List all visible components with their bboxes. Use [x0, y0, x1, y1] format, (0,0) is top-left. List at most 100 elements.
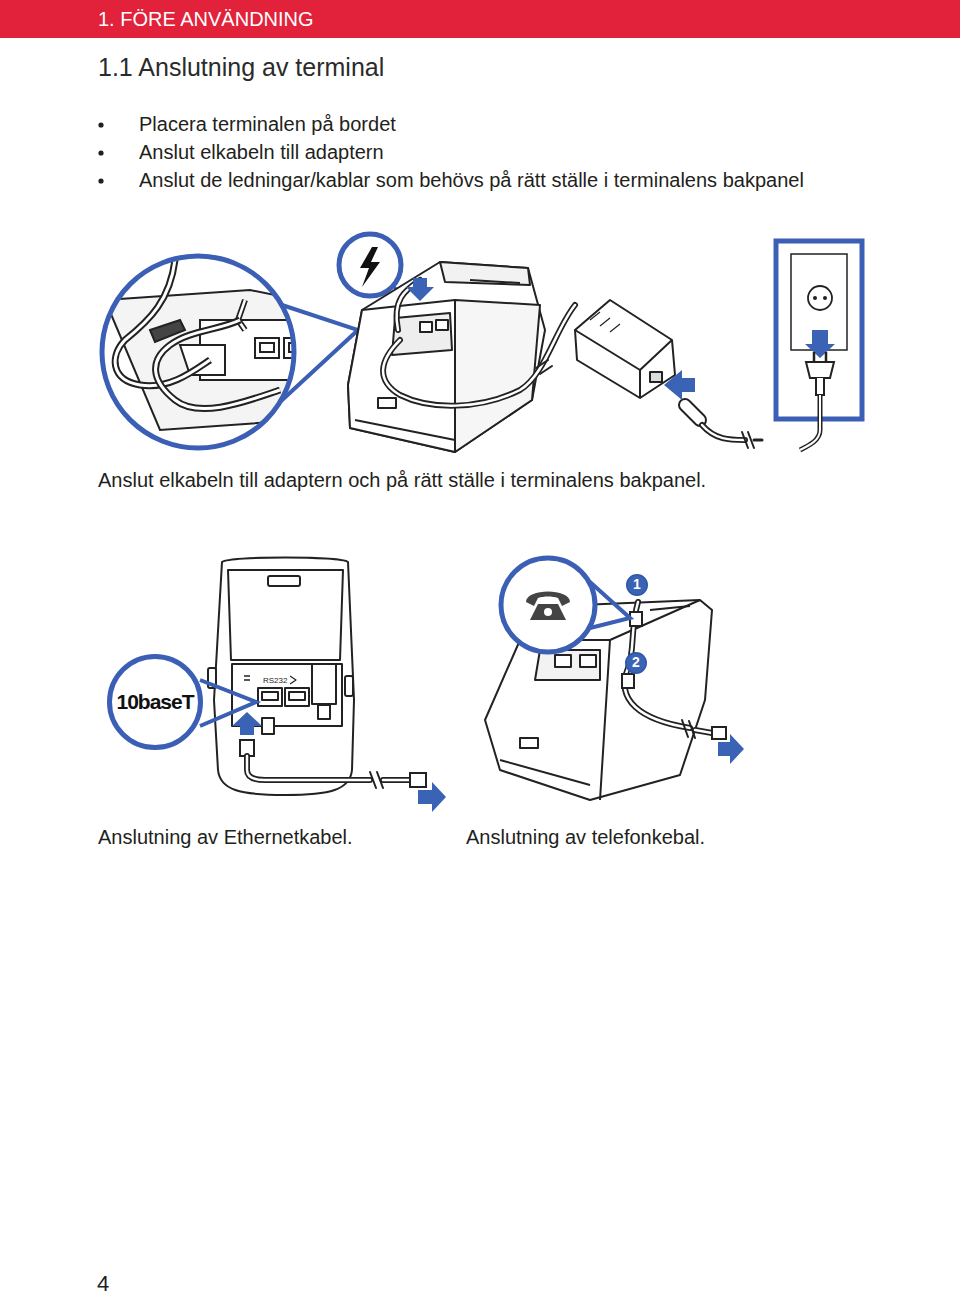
drawing-part — [500, 760, 590, 785]
header-band: 1. FÖRE ANVÄNDNING — [0, 0, 960, 38]
drawing-part — [814, 352, 826, 362]
bullet-text: Anslut de ledningar/kablar som behövs på… — [139, 168, 804, 192]
drawing-part — [800, 395, 820, 450]
drawing-part — [268, 576, 300, 586]
drawing-part — [712, 727, 726, 739]
terminal-back — [208, 558, 354, 796]
magnified-ports — [100, 250, 358, 460]
drawing-part — [100, 250, 310, 460]
drawing-part — [214, 558, 354, 796]
drawing-part — [383, 779, 410, 782]
drawing-part — [318, 705, 330, 719]
drawing-part — [244, 676, 250, 680]
drawing-part — [555, 655, 571, 667]
drawing-part — [280, 305, 358, 402]
circle-shape — [626, 653, 647, 674]
power-cable — [383, 280, 575, 406]
drawing-part — [702, 425, 745, 440]
drawing-part — [115, 260, 210, 386]
phone-callout — [501, 558, 630, 652]
drawing-part — [816, 378, 824, 395]
callout-pointer — [200, 680, 256, 726]
circle-shape — [627, 575, 648, 596]
drawing-part — [702, 425, 745, 440]
drawing-part — [98, 150, 103, 155]
drawing-part — [102, 256, 294, 448]
drawing-part — [526, 592, 570, 607]
drawing-part — [100, 250, 300, 460]
drawing-part — [247, 756, 370, 780]
drawing-part — [285, 688, 309, 706]
drawing-part — [180, 345, 225, 375]
drawing-part — [823, 296, 827, 300]
drawing-part — [410, 773, 426, 787]
drawing-part — [580, 655, 596, 667]
drawing-part — [289, 692, 305, 700]
callout-number: 1 — [626, 574, 648, 596]
drawing-part — [348, 300, 455, 452]
drawing-part — [470, 280, 520, 283]
drawing-part — [575, 330, 672, 370]
drawing-part — [418, 782, 446, 812]
drawing-part — [808, 286, 832, 310]
drawing-part — [290, 676, 296, 684]
drawing-part — [650, 606, 690, 610]
drawing-part — [228, 570, 343, 660]
drawing-part — [392, 313, 452, 355]
drawing-part — [262, 692, 278, 700]
drawing-part — [695, 730, 712, 733]
drawing-part — [685, 405, 700, 420]
drawing-part — [238, 300, 245, 330]
drawing-part — [258, 688, 282, 706]
drawing-part — [530, 604, 566, 620]
drawing-part — [260, 343, 274, 352]
bullet-text: Anslut elkabeln till adaptern — [139, 140, 384, 164]
drawing-part — [590, 312, 620, 332]
figure-caption: Anslutning av telefonkebal. — [466, 825, 705, 849]
drawing-part — [650, 372, 662, 382]
drawing-part — [776, 241, 862, 419]
drawing-part — [813, 296, 817, 300]
drawing-part — [360, 247, 380, 287]
terminal-top — [348, 262, 545, 452]
wall-socket — [776, 241, 862, 450]
callout-circle: 10baseT — [107, 654, 203, 750]
drawing-part — [115, 260, 210, 386]
callout-number: 2 — [625, 652, 647, 674]
drawing-part — [383, 777, 410, 783]
drawing-part — [383, 305, 575, 406]
drawing-part — [150, 320, 185, 342]
drawing-part — [436, 320, 448, 330]
drawing-part — [420, 322, 432, 332]
drawing-part — [600, 640, 610, 800]
drawing-part — [339, 234, 401, 296]
drawing-part — [575, 300, 675, 398]
drawing-part — [544, 608, 552, 616]
drawing-part — [742, 432, 754, 448]
drawing-part — [695, 730, 712, 733]
drawing-part — [247, 756, 370, 780]
page-number: 4 — [97, 1271, 109, 1297]
drawing-part — [535, 650, 600, 680]
header-band-text: 1. FÖRE ANVÄNDNING — [98, 8, 314, 30]
drawing-part — [625, 602, 690, 728]
drawing-part — [455, 300, 540, 452]
callout-number-text: 2 — [632, 655, 640, 670]
circle-shape — [110, 657, 201, 748]
drawing-part — [440, 262, 530, 285]
drawing-part — [639, 370, 641, 398]
page-title: 1.1 Anslutning av terminal — [98, 52, 384, 82]
drawing-part — [718, 734, 744, 764]
bullet-text: Placera terminalen på bordet — [139, 112, 396, 136]
power-adapter — [575, 300, 675, 398]
drawing-part — [262, 718, 274, 734]
figure-caption: Anslut elkabeln till adaptern och på rät… — [98, 468, 706, 492]
callout-circle-text: 10baseT — [116, 690, 193, 713]
drawing-part — [312, 664, 336, 704]
drawing-part — [98, 178, 103, 183]
drawing-part — [501, 558, 595, 652]
drawing-part — [345, 676, 353, 696]
phone-cable — [622, 602, 744, 764]
drawing-part — [625, 602, 690, 728]
